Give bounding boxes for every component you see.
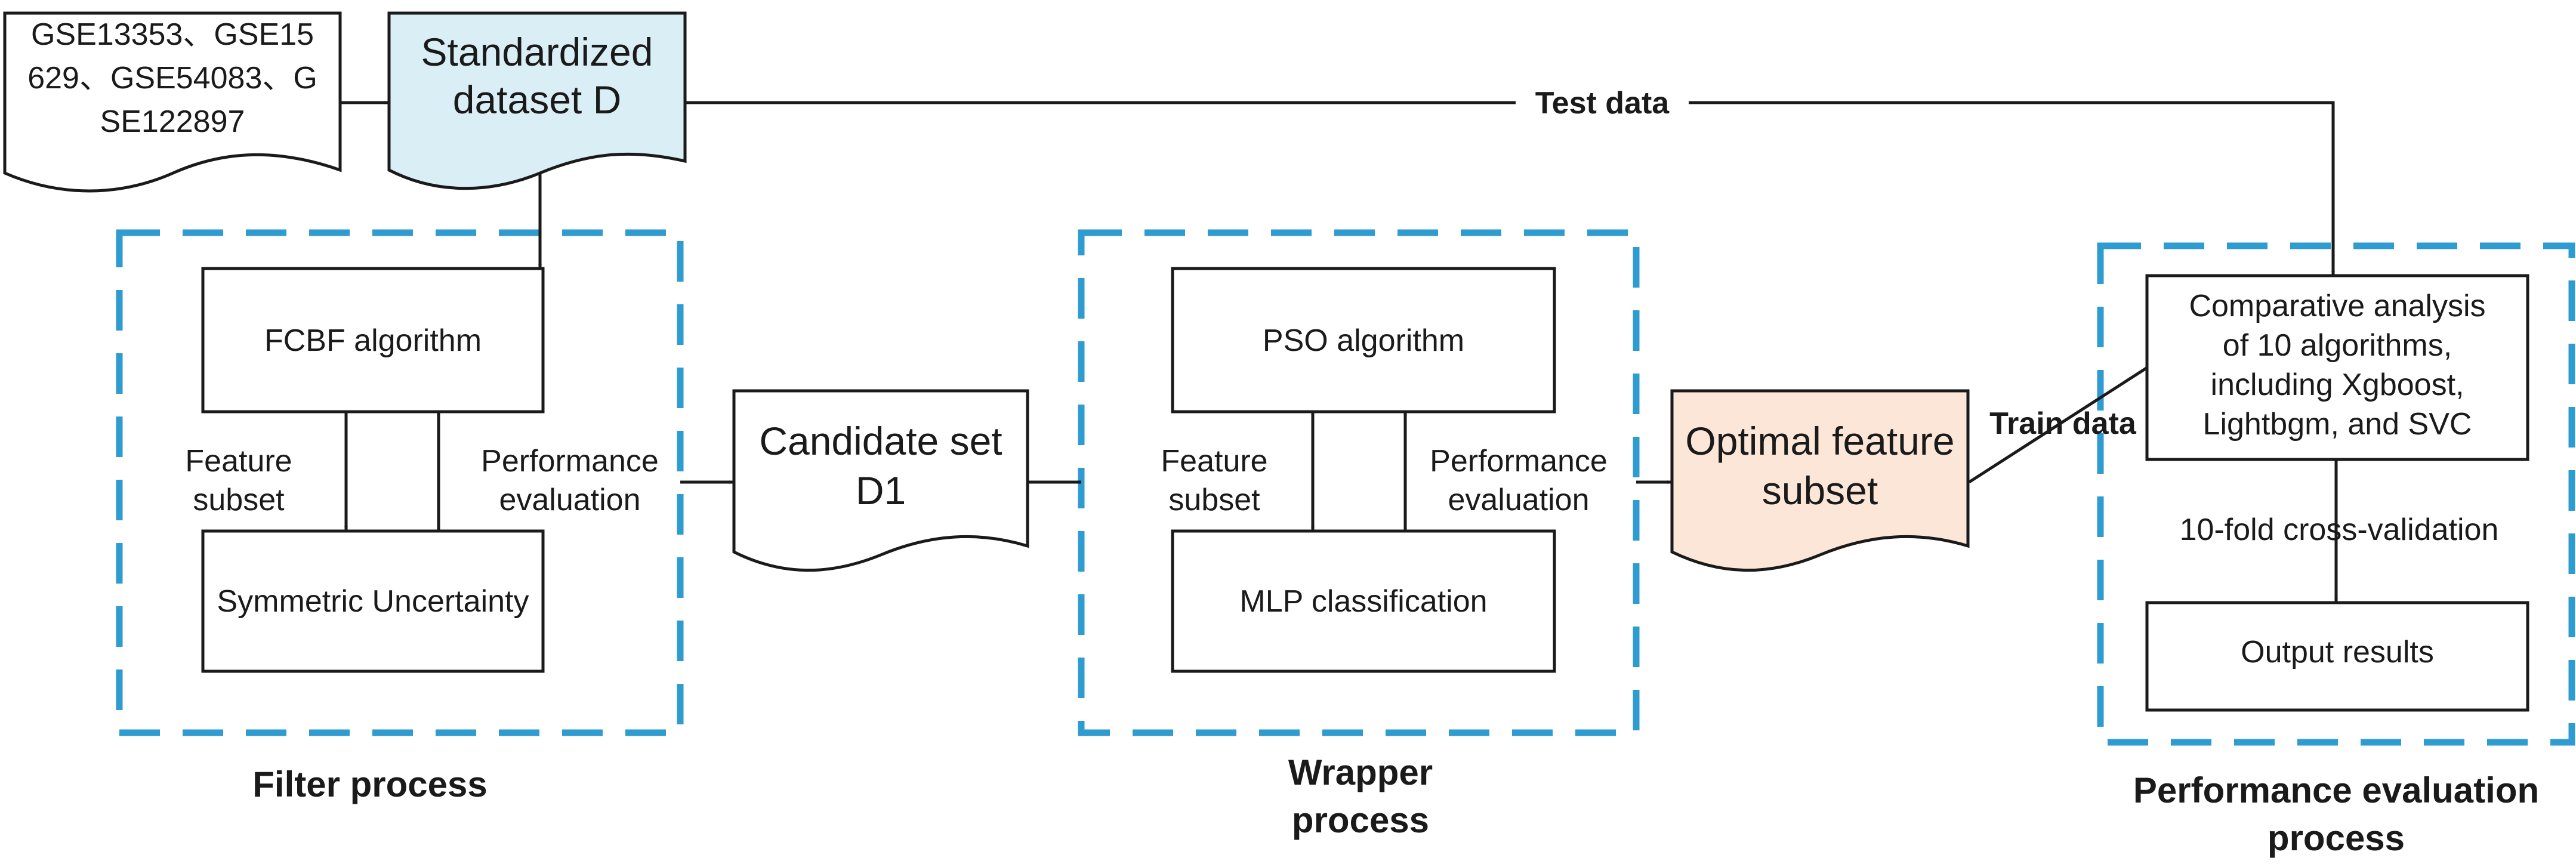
edge-test-data: [685, 101, 2335, 275]
comparative-analysis-box: [2145, 274, 2529, 461]
optimal-feature-subset-line-1: Optimal feature: [1685, 419, 1954, 463]
gse-sources-node: [3, 11, 342, 193]
filter-feature-subset-line-2: subset: [193, 483, 285, 517]
wrapper-feature-subset-line-1: Feature: [1161, 444, 1267, 479]
symmetric-uncertainty-box: [201, 529, 545, 673]
filter-process-title-line-1: Filter process: [252, 764, 488, 804]
wrapper-process-title-line-2: process: [1292, 800, 1429, 840]
standardized-dataset-line-2: dataset D: [453, 78, 622, 122]
filter-process-group: [116, 229, 684, 736]
comparative-analysis-line-2: of 10 algorithms,: [2223, 328, 2452, 363]
filter-feature-subset-line-1: Feature: [185, 444, 292, 479]
test-data-label-bg: [1516, 81, 1689, 122]
candidate-set-line-1: Candidate set: [759, 419, 1002, 463]
fcbf-algorithm-label: FCBF algorithm: [264, 323, 482, 358]
symmetric-uncertainty-label: Symmetric Uncertainty: [217, 584, 529, 619]
optimal-feature-subset-line-2: subset: [1762, 468, 1878, 513]
mlp-classification-box: [1171, 529, 1556, 673]
standardized-dataset-node: [387, 11, 687, 190]
wrapper-performance-line-2: evaluation: [1448, 483, 1589, 517]
fcbf-algorithm-box: [201, 267, 545, 414]
comparative-analysis-line-1: Comparative analysis: [2189, 289, 2485, 323]
candidate-set-line-2: D1: [856, 468, 906, 513]
standardized-dataset-line-1: Standardized: [421, 30, 653, 74]
test-data-label: Test data: [1535, 86, 1670, 121]
comparative-analysis-line-4: Lightbgm, and SVC: [2203, 407, 2472, 442]
wrapper-feature-subset-line-2: subset: [1168, 483, 1260, 517]
wrapper-process-title-line-1: Wrapper: [1288, 752, 1433, 792]
cross-validation-label: 10-fold cross-validation: [2180, 513, 2499, 547]
performance-process-title-line-2: process: [2268, 818, 2405, 858]
edge-train-data: [1968, 365, 2149, 484]
output-results-label: Output results: [2241, 635, 2434, 669]
candidate-set-node: [732, 389, 1029, 572]
train-data-label: Train data: [1989, 406, 2137, 441]
gse-sources-line-3: SE122897: [100, 104, 245, 139]
gse-sources-line-1: GSE13353、GSE15: [31, 17, 314, 52]
performance-process-title-line-1: Performance evaluation: [2133, 770, 2539, 810]
mlp-classification-label: MLP classification: [1239, 584, 1487, 619]
filter-performance-line-2: evaluation: [499, 483, 640, 517]
filter-performance-line-1: Performance: [481, 444, 659, 479]
performance-process-group: [2097, 242, 2575, 746]
wrapper-performance-line-1: Performance: [1430, 444, 1608, 479]
pso-algorithm-label: PSO algorithm: [1263, 323, 1464, 358]
gse-sources-line-2: 629、GSE54083、G: [27, 61, 317, 95]
comparative-analysis-line-3: including Xgboost,: [2211, 368, 2464, 402]
output-results-box: [2145, 601, 2529, 712]
optimal-feature-subset-node: [1670, 389, 1970, 572]
pso-algorithm-box: [1171, 267, 1556, 414]
